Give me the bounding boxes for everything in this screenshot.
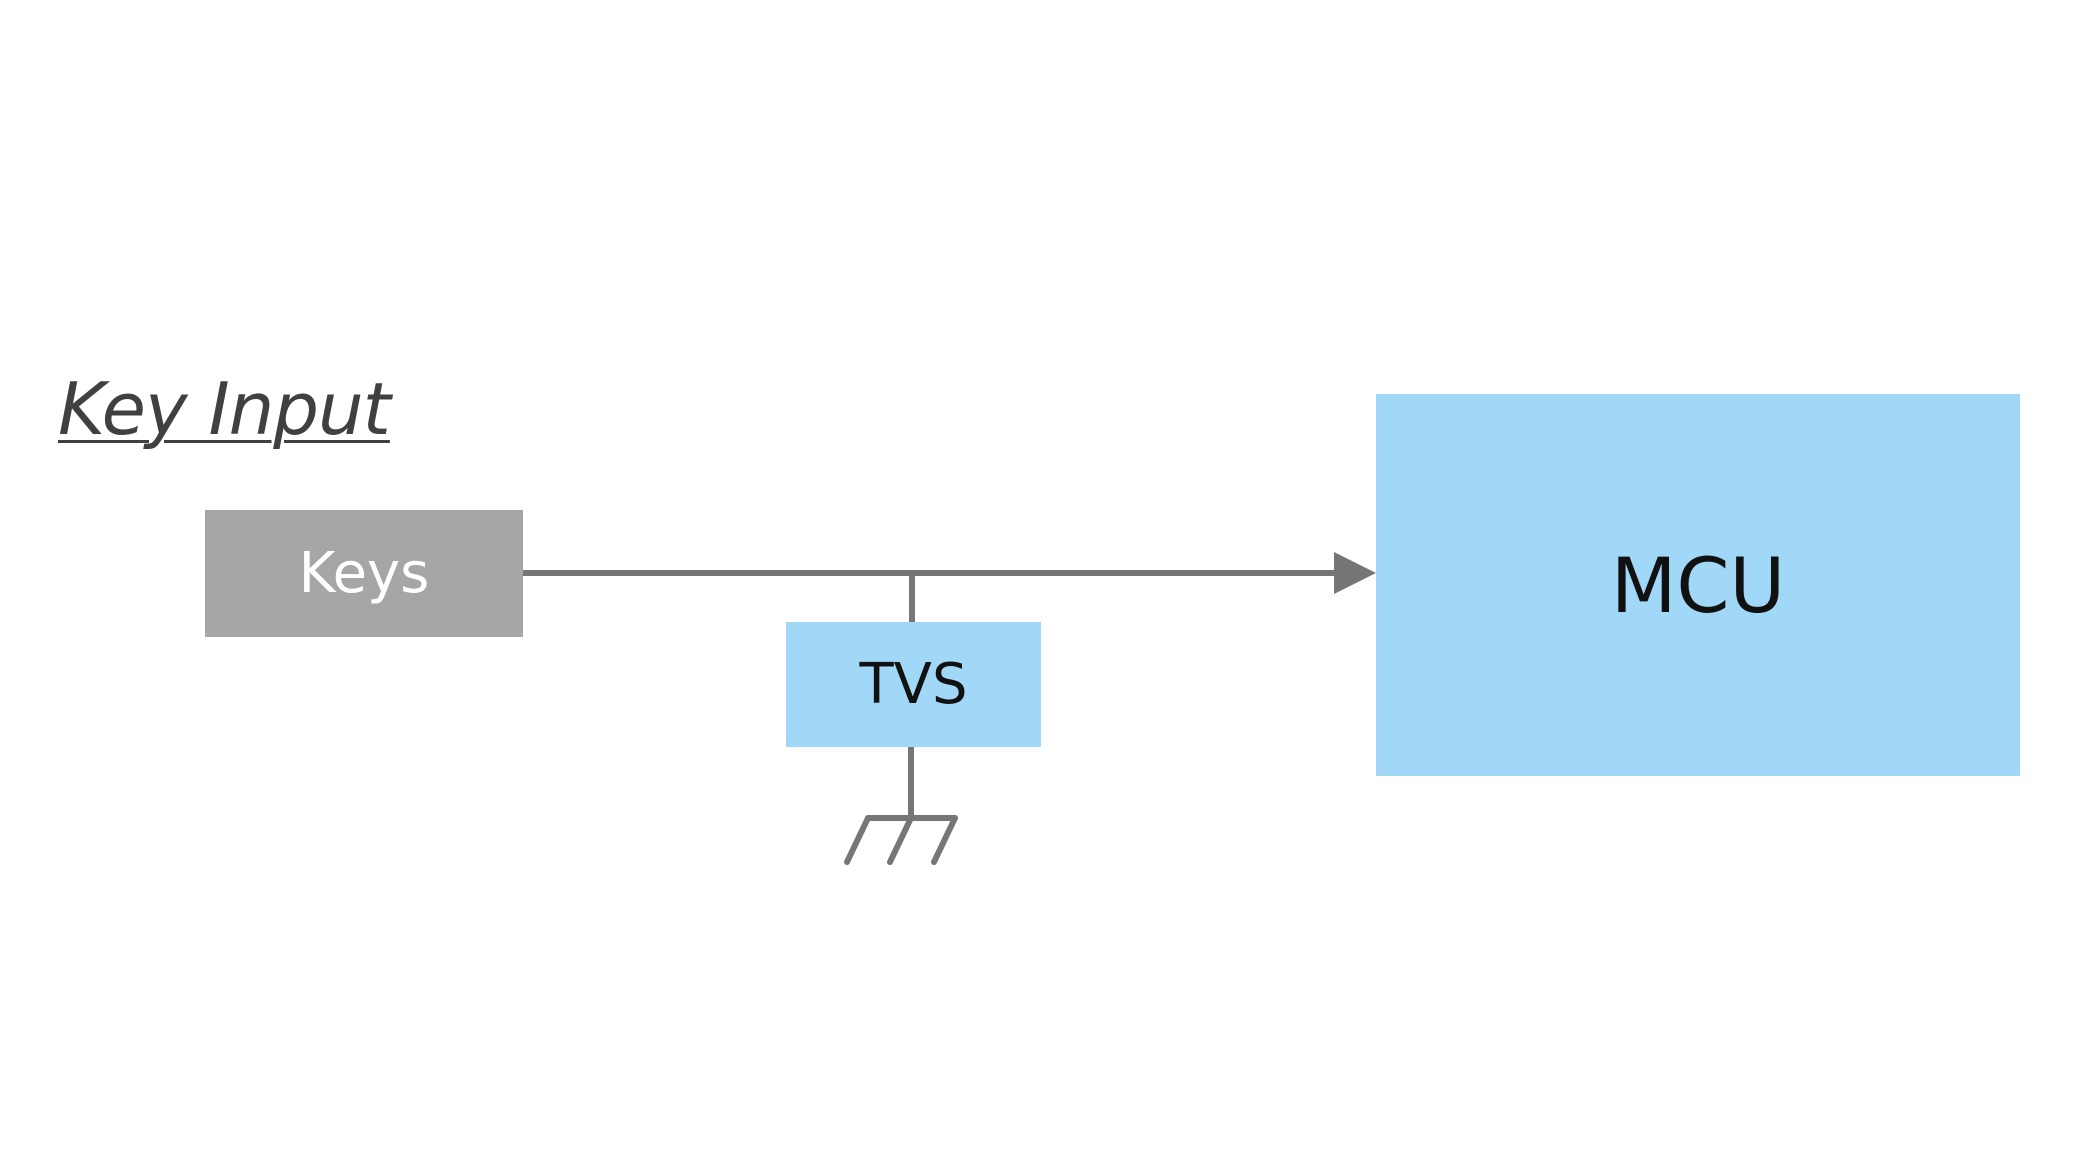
page-title: Key Input (58, 367, 391, 451)
mcu-label: MCU (1610, 540, 1786, 630)
ground-symbol-icon (844, 815, 958, 865)
keys-label: Keys (298, 541, 430, 606)
keys-block: Keys (205, 510, 523, 637)
mcu-block: MCU (1376, 394, 2020, 776)
tvs-block: TVS (786, 622, 1041, 747)
arrowhead-icon (1334, 552, 1376, 594)
tvs-label: TVS (859, 652, 968, 717)
